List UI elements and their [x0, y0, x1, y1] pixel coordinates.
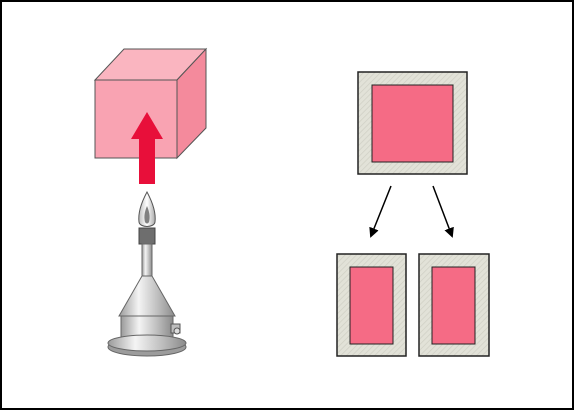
cube-icon — [93, 47, 208, 160]
division-arrow-left-icon — [369, 185, 392, 238]
daughter-cell-right-icon — [418, 253, 490, 357]
division-arrow-right-icon — [432, 185, 454, 238]
heat-arrow-icon — [131, 112, 163, 184]
parent-cell-icon — [357, 71, 468, 175]
bunsen-burner-icon — [107, 190, 187, 357]
daughter-cell-left-icon — [336, 253, 407, 357]
gas-valve-icon — [170, 323, 181, 335]
